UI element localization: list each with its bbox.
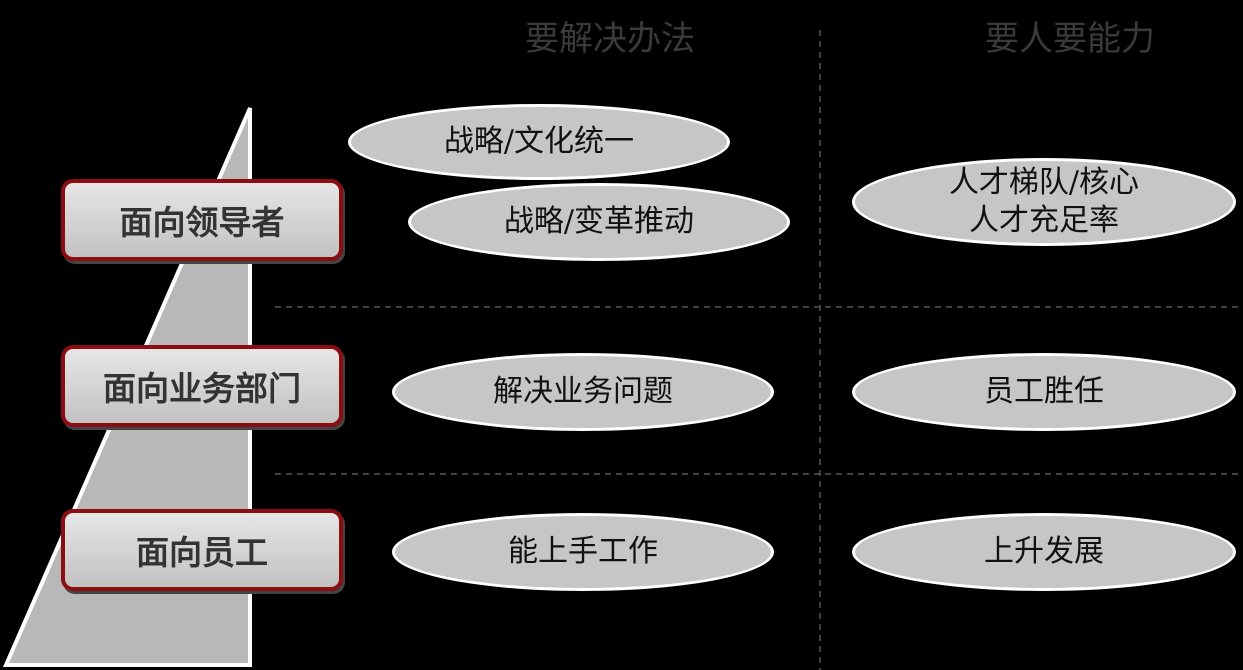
header-talent: 要人要能力 — [985, 19, 1155, 59]
pill-strategy-change: 战略/变革推动 — [408, 183, 790, 261]
pill-label: 能上手工作 — [508, 534, 658, 569]
pill-label: 战略/文化统一 — [443, 124, 635, 159]
pill-label: 解决业务问题 — [493, 374, 673, 409]
pill-label: 上升发展 — [984, 534, 1104, 569]
level-box-leaders: 面向领导者 — [61, 179, 343, 261]
pill-label: 员工胜任 — [984, 374, 1104, 409]
header-solutions: 要解决办法 — [525, 19, 695, 59]
pill-label: 战略/变革推动 — [503, 204, 695, 239]
pill-strategy-culture: 战略/文化统一 — [348, 104, 730, 180]
pill-talent-pipeline: 人才梯队/核心 人才充足率 — [852, 158, 1236, 246]
level-box-business: 面向业务部门 — [61, 345, 343, 427]
pill-hands-on-work: 能上手工作 — [392, 513, 774, 591]
level-box-employees: 面向员工 — [61, 509, 343, 591]
pill-employee-competent: 员工胜任 — [852, 353, 1236, 431]
pill-label-line2: 人才充足率 — [969, 203, 1119, 238]
pill-solve-business: 解决业务问题 — [392, 353, 774, 431]
pill-career-growth: 上升发展 — [852, 513, 1236, 591]
pill-label-line1: 人才梯队/核心 — [948, 165, 1140, 200]
